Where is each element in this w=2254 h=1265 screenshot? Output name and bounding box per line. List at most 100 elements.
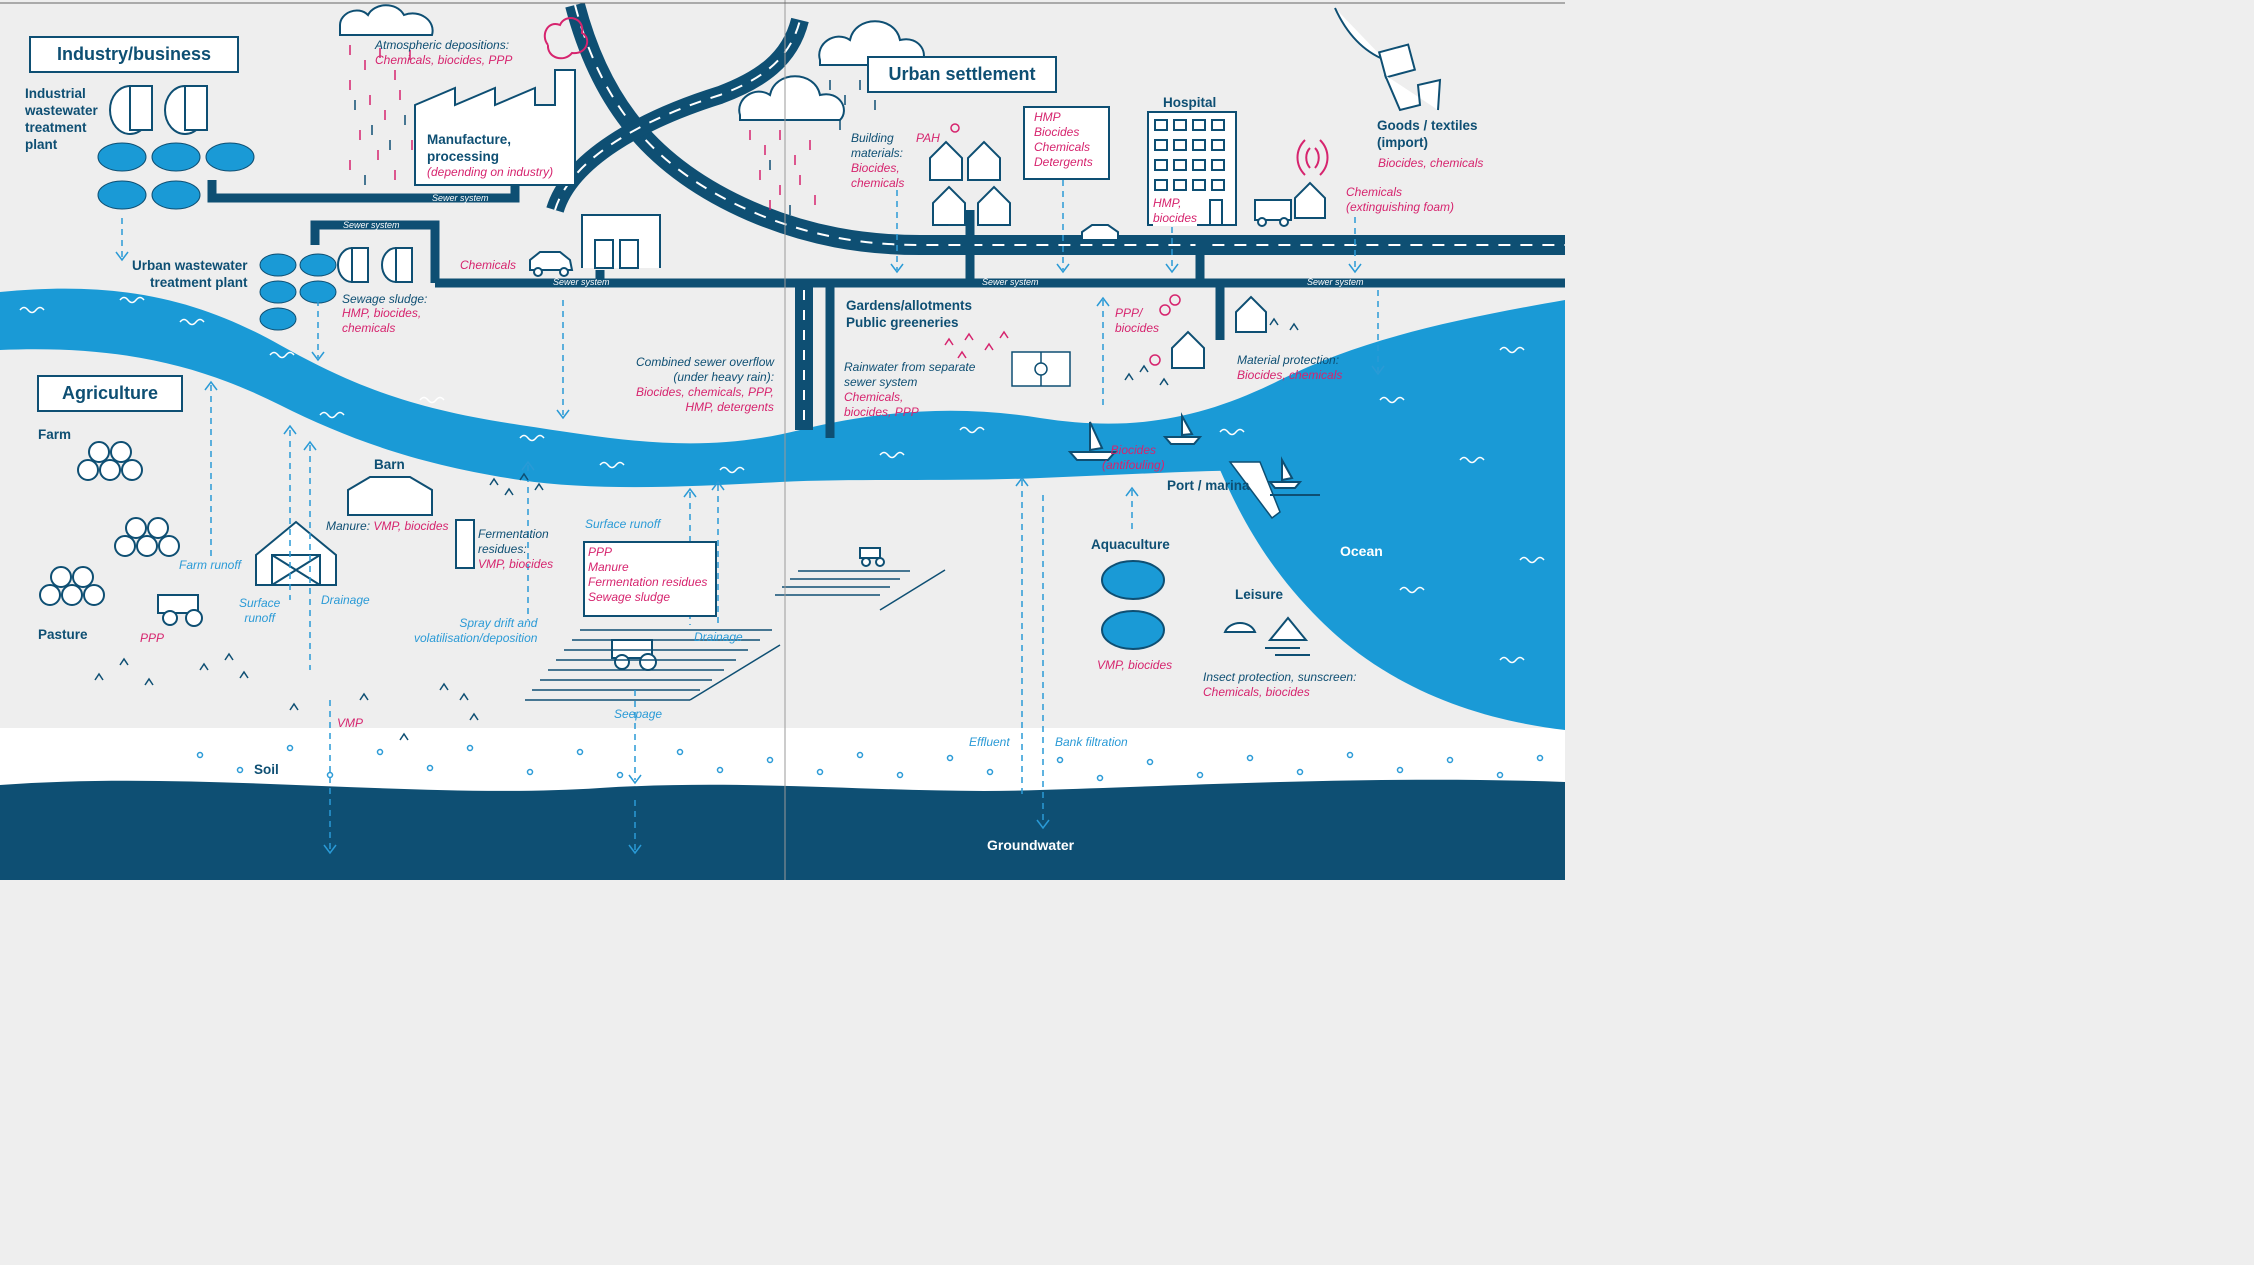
clouds	[339, 4, 925, 121]
factory	[414, 69, 576, 186]
gardens-label: Gardens/allotments Public greeneries	[846, 298, 972, 332]
soil-particles	[196, 744, 1544, 782]
fermentation-title: Fermentation residues:	[478, 527, 549, 557]
iwtp-line: wastewater	[25, 102, 98, 118]
manure-items: VMP, biocides	[373, 519, 449, 533]
sports-field	[1011, 351, 1071, 387]
chemicals-label: Chemicals	[460, 258, 517, 272]
hmp-callout	[1023, 106, 1110, 180]
rainwater-item: Chemicals,	[844, 390, 904, 404]
spray-line: volatilisation/deposition	[414, 631, 538, 645]
hmp-line: Detergents	[1034, 155, 1093, 169]
fire-truck	[1254, 199, 1292, 227]
industrial-wwtp-label: Industrial wastewater treatment plant	[25, 86, 98, 154]
treatment-tanks	[97, 142, 337, 331]
water-waves	[19, 296, 1545, 664]
spray-drift-label: Spray drift and volatilisation/depositio…	[414, 616, 537, 646]
goods-tag	[1334, 7, 1442, 112]
hmp-line: Biocides	[1034, 125, 1080, 139]
hmp-line: HMP	[1034, 110, 1061, 124]
leisure-tent	[1223, 616, 1310, 656]
sewage-sludge-title: Sewage sludge:	[342, 292, 428, 306]
section-urban: Urban settlement	[867, 56, 1057, 93]
iwtp-line: treatment	[25, 119, 87, 135]
extinguishing-foam-label: Chemicals (extinguishing foam)	[1346, 185, 1454, 215]
ocean	[1200, 330, 1565, 730]
goods-label: Goods / textiles (import)	[1377, 118, 1478, 152]
ppp-line: PPP/	[1115, 306, 1143, 320]
building-materials-items: Biocides, chemicals	[851, 161, 904, 191]
farm-label: Farm	[38, 427, 72, 442]
pah-label: PAH	[916, 131, 940, 145]
callout-line: Fermentation residues	[588, 575, 708, 589]
aquaculture-ponds	[1101, 560, 1165, 650]
antifouling-label: Biocides (antifouling)	[1102, 443, 1165, 473]
cso-title: Combined sewer overflow (under heavy rai…	[636, 355, 774, 385]
uwtp-line: Urban wastewater	[132, 258, 248, 273]
gardens-line: Gardens/allotments	[846, 298, 973, 313]
iwtp-line: Industrial	[25, 86, 86, 101]
spray-line: Spray drift and	[459, 616, 538, 630]
sewer-label: Sewer system	[982, 277, 1039, 287]
foam-line: (extinguishing foam)	[1346, 200, 1455, 214]
pasture-label: Pasture	[38, 627, 88, 642]
sewage-sludge-items: HMP, biocides, chemicals	[342, 306, 421, 336]
bank-filtration-label: Bank filtration	[1055, 735, 1128, 749]
surface-runoff-line: Surface	[239, 596, 281, 610]
building-line: materials:	[851, 146, 904, 160]
aquaculture-label: Aquaculture	[1091, 537, 1170, 552]
cso-line: (under heavy rain):	[673, 370, 775, 384]
drainage-label-2: Drainage	[694, 630, 743, 644]
surface-runoff-label-2: Surface runoff	[585, 517, 661, 531]
agri-callout	[583, 541, 717, 617]
building-line: Building	[851, 131, 894, 145]
rain	[349, 45, 876, 215]
material-protection-title: Material protection:	[1237, 353, 1340, 367]
atmospheric-deposition-items: Chemicals, biocides, PPP	[375, 53, 513, 67]
sewer-label: Sewer system	[432, 193, 489, 203]
soil-label: Soil	[254, 762, 279, 777]
cars	[529, 224, 1119, 277]
barns	[255, 476, 475, 586]
cso-item: Biocides, chemicals, PPP,	[636, 385, 774, 399]
antifouling-line: Biocides	[1110, 443, 1157, 457]
aquaculture-items: VMP, biocides	[1097, 658, 1173, 672]
vmp-label: VMP	[337, 716, 364, 730]
fields	[525, 569, 946, 701]
goods-items: Biocides, chemicals	[1378, 156, 1484, 170]
manure-title: Manure:	[326, 519, 374, 533]
uwtp-line: treatment plant	[150, 274, 248, 290]
fermentation-line: residues:	[478, 542, 527, 556]
groundwater-label: Groundwater	[987, 837, 1075, 853]
goods-line: Goods / textiles	[1377, 118, 1478, 133]
callout-line: Sewage sludge	[588, 590, 671, 604]
iwtp-line: plant	[25, 136, 58, 152]
hay-bales	[39, 441, 180, 606]
antifouling-line: (antifouling)	[1102, 458, 1165, 472]
effluent-label: Effluent	[969, 735, 1010, 749]
seepage-label: Seepage	[614, 707, 663, 721]
drainage-label: Drainage	[321, 593, 370, 607]
plants-pink	[944, 123, 1181, 366]
hospital-label: Hospital	[1163, 95, 1217, 110]
goods-line: (import)	[1377, 134, 1428, 150]
gardens-line: Public greeneries	[846, 314, 959, 330]
flow-arrowheads	[115, 251, 1385, 855]
sludge-line: chemicals	[342, 321, 396, 335]
leisure-label: Leisure	[1235, 587, 1284, 602]
leisure-title: Insect protection, sunscreen:	[1203, 670, 1357, 684]
hospital-items: HMP, biocides	[1153, 196, 1198, 226]
diagram-stage: Industry/business Urban settlement Agric…	[0, 0, 1565, 880]
section-industry: Industry/business	[29, 36, 239, 73]
ppp-line: biocides	[1115, 321, 1160, 335]
hospital-line: HMP,	[1153, 196, 1182, 210]
manufacture-line: processing	[427, 148, 500, 164]
rainwater-item: biocides, PPP	[844, 405, 919, 419]
hmp-line: Chemicals	[1034, 140, 1091, 154]
cso-line: Combined sewer overflow	[636, 355, 775, 369]
manure-label: Manure: VMP, biocides	[326, 519, 449, 534]
fire-signal	[1296, 139, 1329, 176]
sewer-label: Sewer system	[1307, 277, 1364, 287]
manufacture-label: Manufacture, processing	[427, 132, 511, 166]
houses	[929, 140, 1326, 369]
